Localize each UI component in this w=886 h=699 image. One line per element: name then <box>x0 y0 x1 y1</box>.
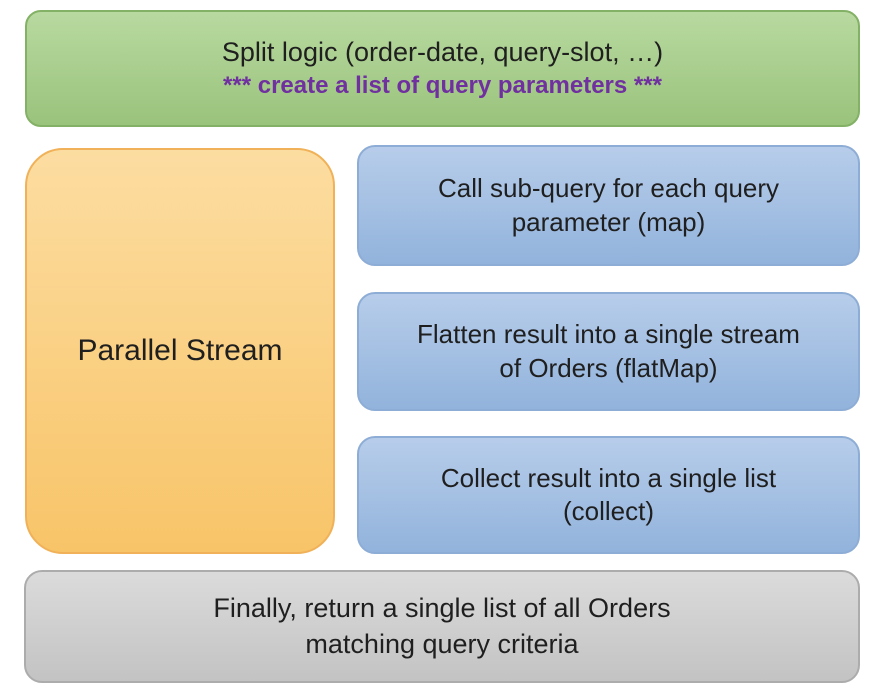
step-collect-box: Collect result into a single list (colle… <box>357 436 860 554</box>
final-result-label: Finally, return a single list of all Ord… <box>213 593 671 659</box>
create-query-parameters-note: *** create a list of query parameters **… <box>223 71 662 99</box>
parallel-stream-box: Parallel Stream <box>25 148 335 554</box>
final-result-box: Finally, return a single list of all Ord… <box>24 570 860 683</box>
step-flatmap-box: Flatten result into a single stream of O… <box>357 292 860 411</box>
split-logic-title: Split logic (order-date, query-slot, …) <box>221 37 664 68</box>
step-map-label: Call sub-query for each query parameter … <box>437 173 780 237</box>
step-map-box: Call sub-query for each query parameter … <box>357 145 860 266</box>
step-collect-label: Collect result into a single list (colle… <box>440 462 777 526</box>
step-flatmap-label: Flatten result into a single stream of O… <box>417 319 800 383</box>
parallel-stream-label: Parallel Stream <box>77 334 283 367</box>
split-logic-box: Split logic (order-date, query-slot, …) … <box>25 10 860 127</box>
